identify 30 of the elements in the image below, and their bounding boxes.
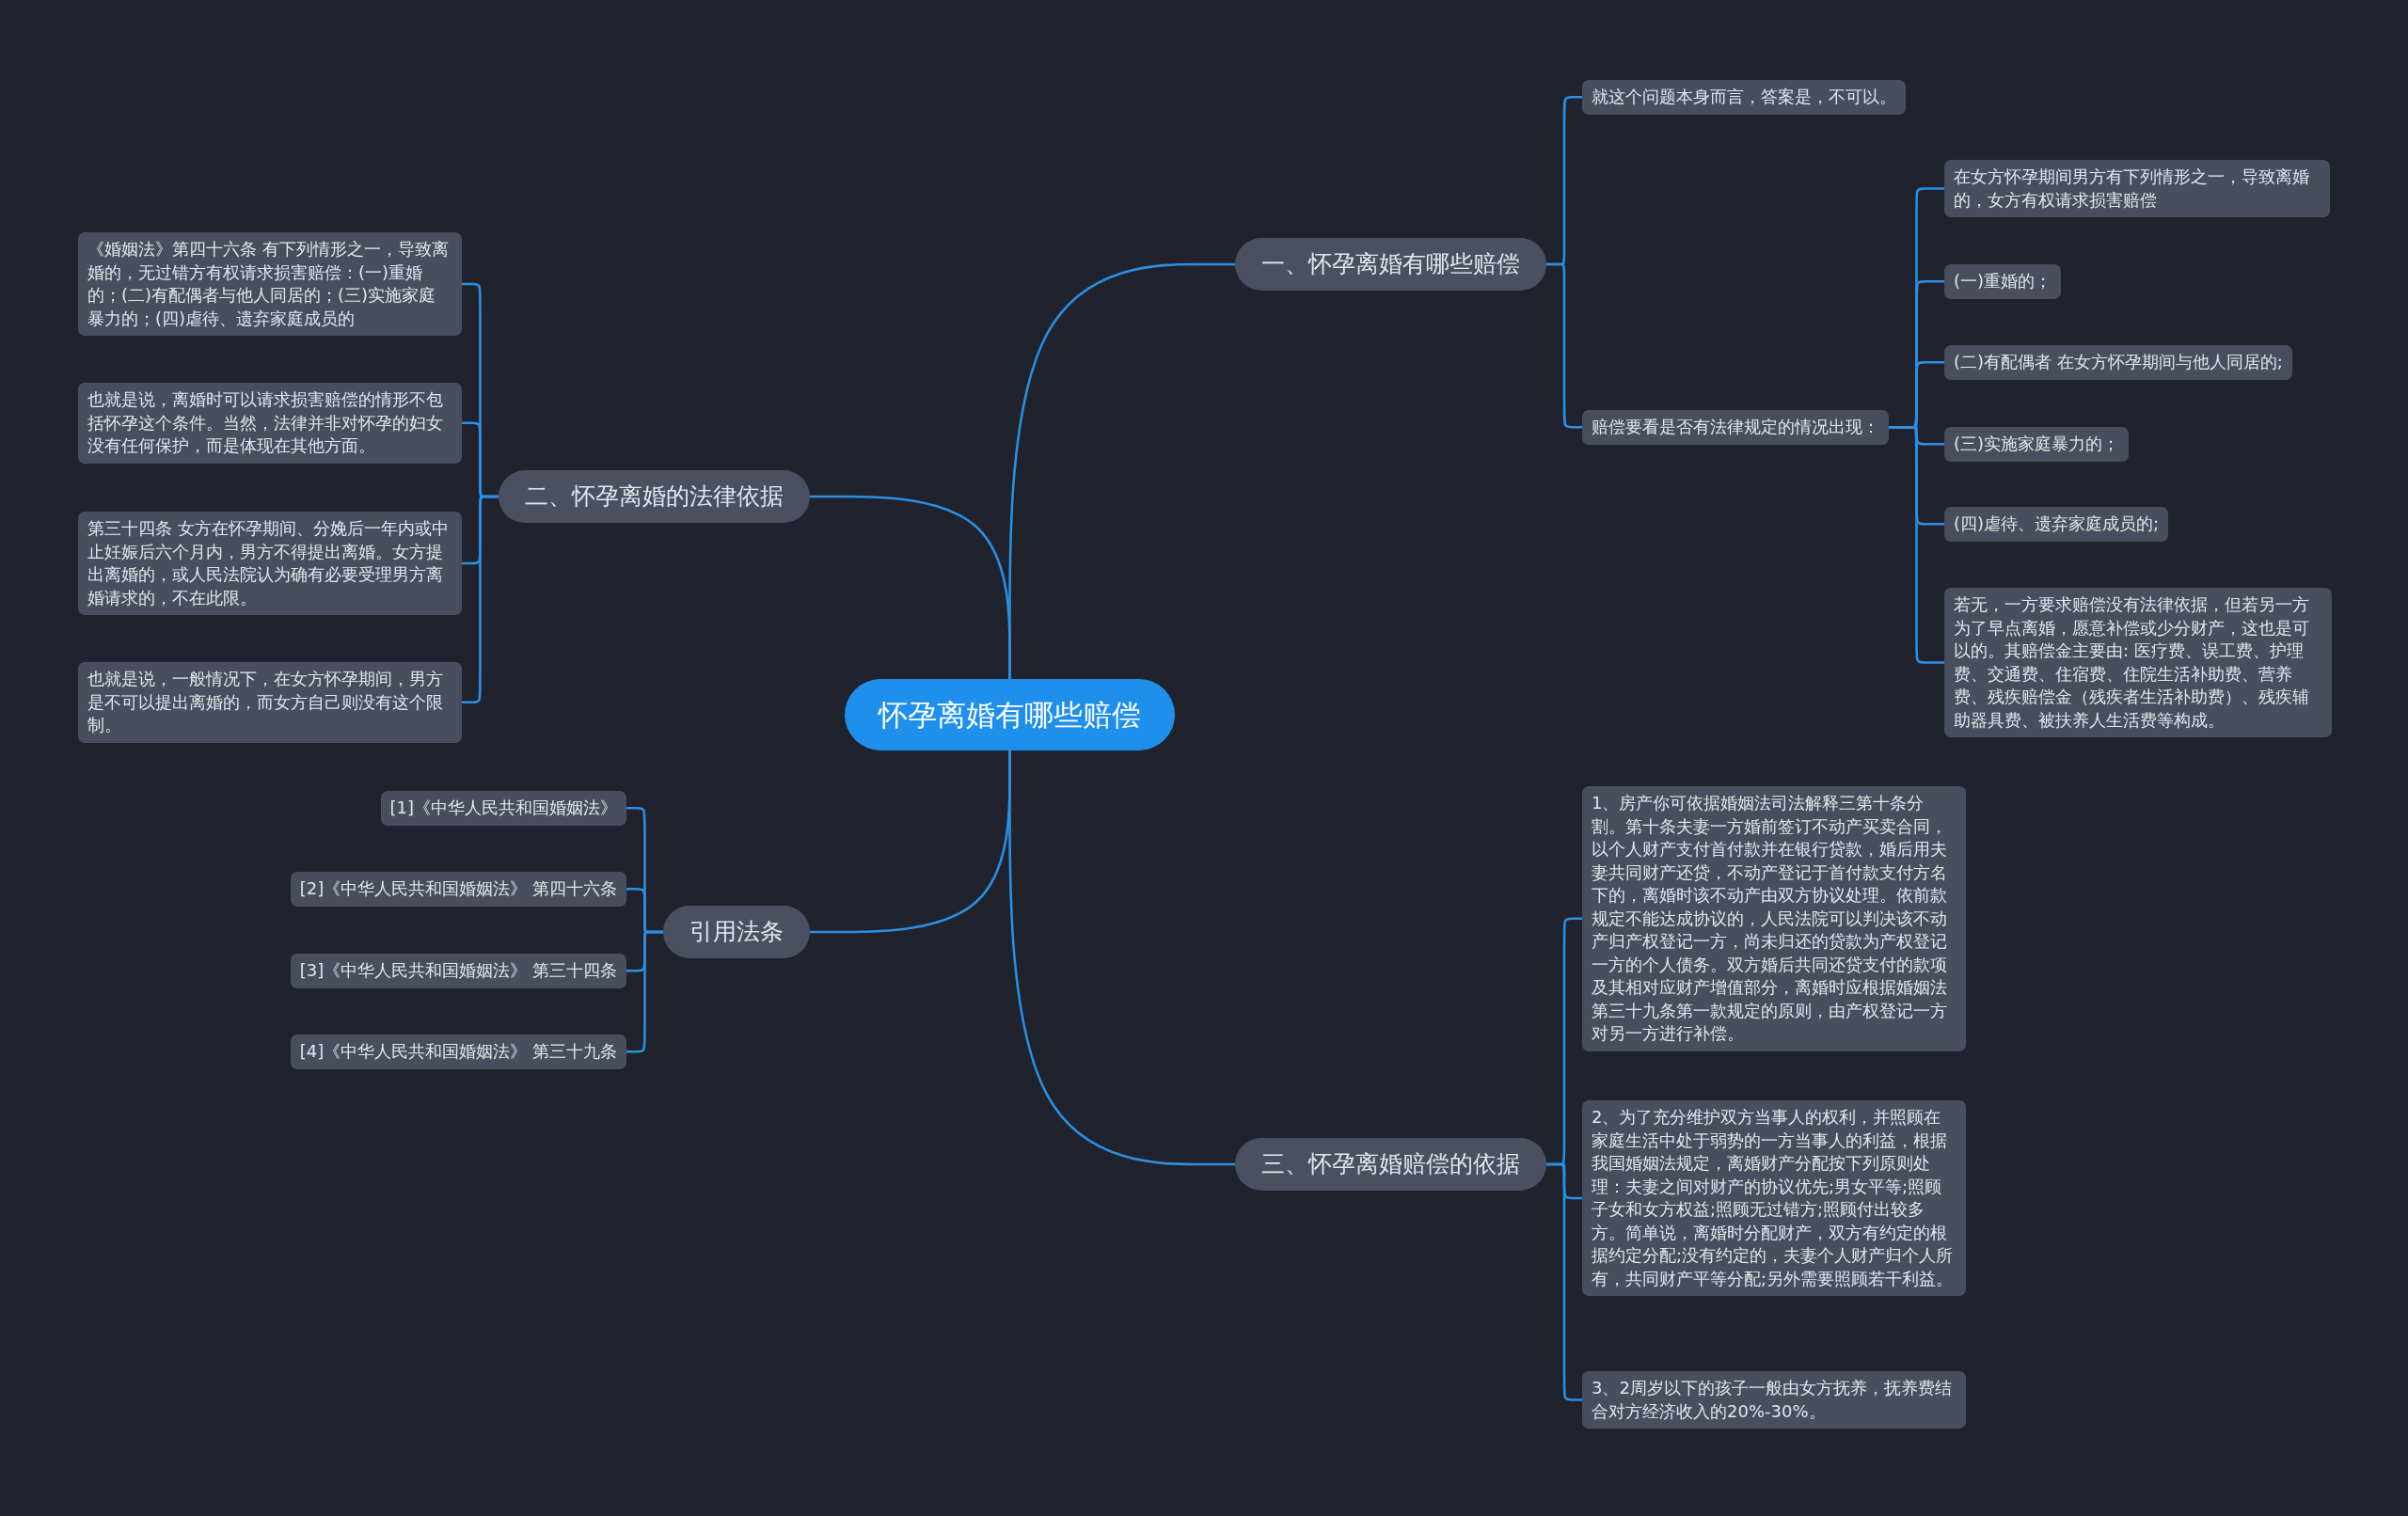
subtopic-box: 赔偿要看是否有法律规定的情况出现：	[1582, 410, 1889, 445]
branch-topic: 一、怀孕离婚有哪些赔偿	[1235, 238, 1546, 291]
branch-topic: 二、怀孕离婚的法律依据	[499, 470, 810, 523]
subtopic-box: [2]《中华人民共和国婚姻法》 第四十六条	[290, 872, 626, 907]
subtopic-box: 1、房产你可依据婚姻法司法解释三第十条分割。第十条夫妻一方婚前签订不动产买卖合同，以个人财产支付首付款并在银行贷款，婚后用夫妻共同财产还贷，不动产登记于首付款支付方名下的，离婚时该不动产由双方协议处理。依前款规定不能达成协议的，人民法院可以判决该不动产归产权登记一方，尚未归还的贷款为产权登记一方的个人债务。双方婚后共同还贷支付的款项及其相对应财产增值部分，离婚时应根据婚姻法第三十九条第一款规定的原则，由产权登记一方对另一方进行补偿。	[1582, 786, 1966, 1051]
subtopic-box: 《婚姻法》第四十六条 有下列情形之一，导致离婚的，无过错方有权请求损害赔偿：(一)重婚的；(二)有配偶者与他人同居的；(三)实施家庭暴力的；(四)虐待、遗弃家庭成员的	[78, 232, 462, 336]
subtopic-box: 第三十四条 女方在怀孕期间、分娩后一年内或中止妊娠后六个月内，男方不得提出离婚。女方提出离婚的，或人民法院认为确有必要受理男方离婚请求的，不在此限。	[78, 512, 462, 615]
connector-line	[810, 495, 1011, 679]
subtopic-box: [4]《中华人民共和国婚姻法》 第三十九条	[290, 1034, 626, 1069]
subtopic-box: (二)有配偶者 在女方怀孕期间与他人同居的;	[1944, 345, 2292, 380]
subtopic-box: 在女方怀孕期间男方有下列情形之一，导致离婚的，女方有权请求损害赔偿	[1944, 160, 2330, 217]
subtopic-box: 2、为了充分维护双方当事人的权利，并照顾在家庭生活中处于弱势的一方当事人的利益，根据我国婚姻法规定，离婚财产分配按下列原则处理：夫妻之间对财产的协议优先;男女平等;照顾子女和女方权益;照顾无过错方;照顾付出较多方。简单说，离婚时分配财产，双方有约定的根据约定分配;没有约定的，夫妻个人财产归个人所有，共同财产平等分配;另外需要照顾若干利益。	[1582, 1100, 1966, 1296]
subtopic-box: [1]《中华人民共和国婚姻法》	[380, 791, 626, 826]
subtopic-box: (一)重婚的；	[1944, 264, 2062, 299]
central-topic: 怀孕离婚有哪些赔偿	[845, 679, 1175, 750]
connector-line	[1008, 750, 1235, 1166]
subtopic-box: [3]《中华人民共和国婚姻法》 第三十四条	[290, 954, 626, 988]
subtopic-box: 也就是说，一般情况下，在女方怀孕期间，男方是不可以提出离婚的，而女方自己则没有这个限制。	[78, 662, 462, 743]
branch-topic: 引用法条	[663, 906, 810, 958]
connector-line	[462, 495, 499, 704]
branch-topic: 三、怀孕离婚赔偿的依据	[1235, 1138, 1546, 1191]
connector-line	[1546, 1162, 1582, 1401]
subtopic-box: 3、2周岁以下的孩子一般由女方抚养，抚养费结合对方经济收入的20%-30%。	[1582, 1371, 1966, 1429]
connector-line	[626, 930, 663, 1053]
subtopic-box: 也就是说，离婚时可以请求损害赔偿的情形不包括怀孕这个条件。当然，法律并非对怀孕的妇女没有任何保护，而是体现在其他方面。	[78, 383, 462, 464]
subtopic-box: (三)实施家庭暴力的；	[1944, 427, 2130, 462]
subtopic-box: 就这个问题本身而言，答案是，不可以。	[1582, 80, 1906, 115]
connector-line	[1546, 262, 1582, 429]
subtopic-box: 若无，一方要求赔偿没有法律依据，但若另一方为了早点离婚，愿意补偿或少分财产，这也是可以的。其赔偿金主要由: 医疗费、误工费、护理费、交通费、住宿费、住院生活补助费、营养费、残疾赔偿金（残疾者生活补助费）、残疾辅助器具费、被扶养人生活费等构成。	[1944, 588, 2332, 737]
subtopic-box: (四)虐待、遗弃家庭成员的;	[1944, 507, 2169, 542]
